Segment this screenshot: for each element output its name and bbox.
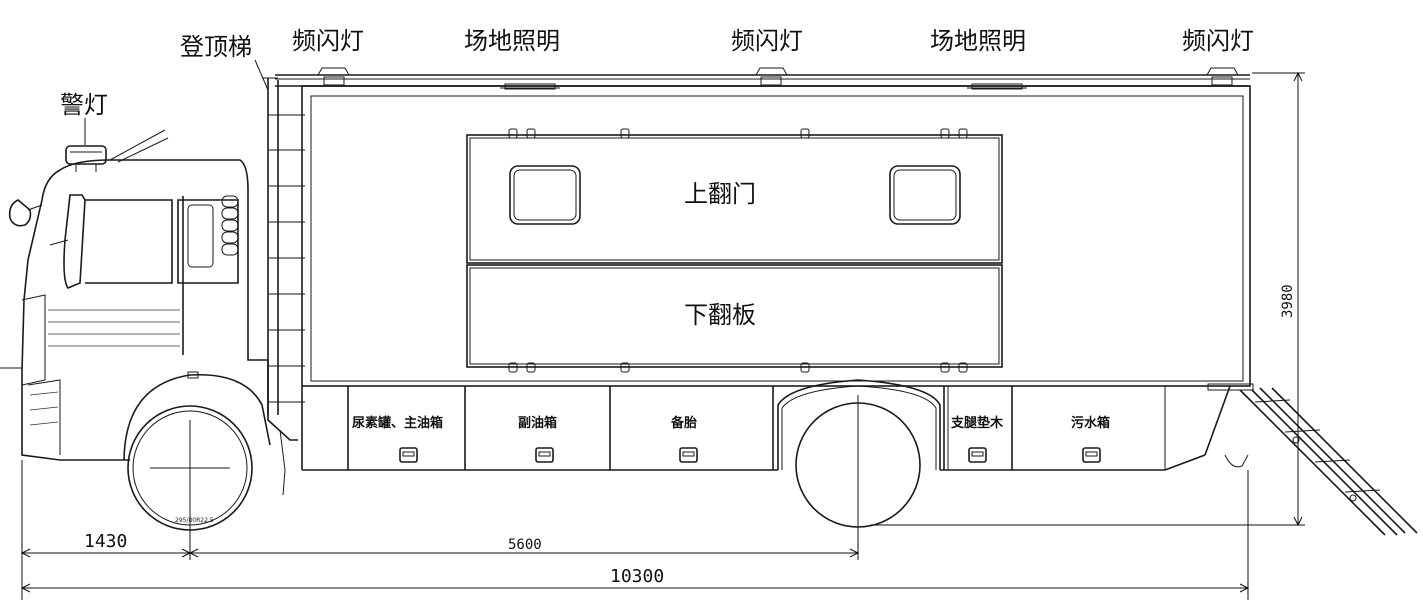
callout-leaders xyxy=(84,59,269,145)
label-ladder: 登顶梯 xyxy=(180,33,252,61)
label-warning-light: 警灯 xyxy=(60,91,108,119)
handle xyxy=(399,447,418,463)
dim-overall-length: 10300 xyxy=(610,566,664,587)
strobe-light-left xyxy=(317,67,350,86)
label-flood-right: 场地照明 xyxy=(930,27,1026,55)
strobe-light-mid xyxy=(755,67,788,86)
label-aux-fuel: 副油箱 xyxy=(518,415,557,431)
dim-wheelbase: 5600 xyxy=(508,537,542,553)
upper-door xyxy=(466,134,1003,264)
rear-wheel xyxy=(777,379,941,560)
label-strobe-left: 频闪灯 xyxy=(292,27,364,55)
handle xyxy=(1082,447,1101,463)
marker-lights xyxy=(221,195,239,256)
roof-ladder xyxy=(262,77,305,415)
flood-light-right xyxy=(967,83,1027,90)
label-spare-tire: 备胎 xyxy=(670,415,697,431)
label-flood-left: 场地照明 xyxy=(464,27,560,55)
flood-light-left xyxy=(500,83,560,90)
label-upper-door: 上翻门 xyxy=(684,180,756,208)
box-body xyxy=(275,74,1251,471)
label-strobe-mid: 频闪灯 xyxy=(731,27,803,55)
label-lower-panel: 下翻板 xyxy=(684,301,756,329)
dim-front-overhang: 1430 xyxy=(84,531,127,552)
warning-light xyxy=(65,145,107,172)
handle xyxy=(535,447,554,463)
label-outrigger-pad: 支腿垫木 xyxy=(950,415,1004,431)
text-labels: 登顶梯 警灯 频闪灯 场地照明 频闪灯 场地照明 频闪灯 上翻门 下翻板 尿素罐… xyxy=(60,27,1296,587)
handle xyxy=(968,447,987,463)
lower-panel xyxy=(466,264,1003,368)
front-wheel: 295/80R22.5 xyxy=(127,405,253,545)
strobe-light-right xyxy=(1206,67,1239,86)
tire-spec-label: 295/80R22.5 xyxy=(175,517,214,524)
door-hinges xyxy=(508,128,968,373)
label-sewage: 污水箱 xyxy=(1071,415,1110,431)
truck-cab: 295/80R22.5 xyxy=(0,129,298,545)
label-urea-fuel: 尿素罐、主油箱 xyxy=(352,415,443,431)
dim-overall-height: 3980 xyxy=(1280,284,1296,318)
rear-steps xyxy=(1207,383,1418,536)
handle xyxy=(679,447,698,463)
dimension-lines xyxy=(20,71,1305,600)
compartments xyxy=(347,386,1101,470)
label-strobe-right: 频闪灯 xyxy=(1182,27,1254,55)
roof-equipment xyxy=(317,67,1239,90)
